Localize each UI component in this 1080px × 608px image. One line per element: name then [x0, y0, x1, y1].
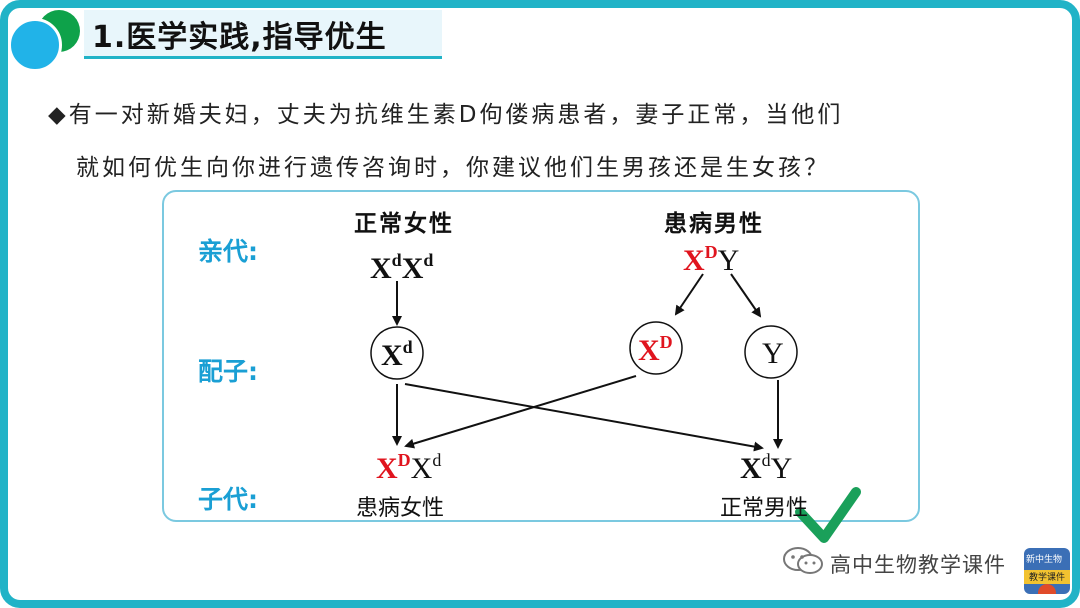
question-text-1: 有一对新婚夫妇，丈夫为抗维生素D佝偻病患者，妻子正常，当他们 — [68, 102, 844, 128]
gamete-father-y: Y — [762, 337, 784, 370]
slide-title: 1.医学实践,指导优生 — [92, 20, 387, 55]
arrow-xd-mother-to-male-child — [404, 383, 764, 452]
arrow-father-to-y — [730, 273, 762, 318]
arrow-father-to-xd — [674, 273, 704, 316]
gamete-circle-father-y — [744, 325, 798, 379]
label-gametes: 配子: — [198, 357, 258, 386]
gamete-circle-mother — [370, 326, 424, 380]
label-parents: 亲代: — [198, 237, 258, 266]
logo-line-1: 新中生物 — [1026, 555, 1063, 565]
bullet-icon: ◆ — [48, 102, 69, 128]
phenotype-child-male: 正常男性 — [720, 496, 809, 521]
decor-blue-circle — [8, 18, 62, 72]
check-mark-icon — [795, 487, 861, 543]
logo-line-2: 教学课件 — [1024, 570, 1070, 584]
logo-badge: 新中生物 教学课件 — [1024, 548, 1070, 594]
header-normal-female: 正常女性 — [354, 211, 454, 237]
logo-decor — [1038, 584, 1056, 594]
genotype-father: XDY — [683, 242, 740, 277]
genotype-child-female: XDXd — [376, 450, 442, 485]
title-bar — [84, 10, 442, 59]
gamete-mother-xd: Xd — [381, 337, 413, 372]
arrow-xD-father-to-female-child — [404, 375, 637, 449]
question-line-2: 就如何优生向你进行遗传咨询时，你建议他们生男孩还是生女孩？ — [76, 155, 830, 181]
gamete-circle-father-x — [629, 321, 683, 375]
genotype-child-male: XdY — [740, 450, 793, 485]
phenotype-child-female: 患病女性 — [356, 496, 445, 521]
header-affected-male: 患病男性 — [664, 211, 764, 237]
gamete-father-xD: XD — [638, 332, 673, 367]
question-line-1: ◆有一对新婚夫妇，丈夫为抗维生素D佝偻病患者，妻子正常，当他们 — [48, 95, 843, 129]
watermark-text: 高中生物教学课件 — [830, 553, 1006, 577]
wechat-icon — [783, 547, 823, 574]
genotype-mother: XdXd — [370, 250, 434, 285]
label-offspring: 子代: — [198, 485, 258, 514]
